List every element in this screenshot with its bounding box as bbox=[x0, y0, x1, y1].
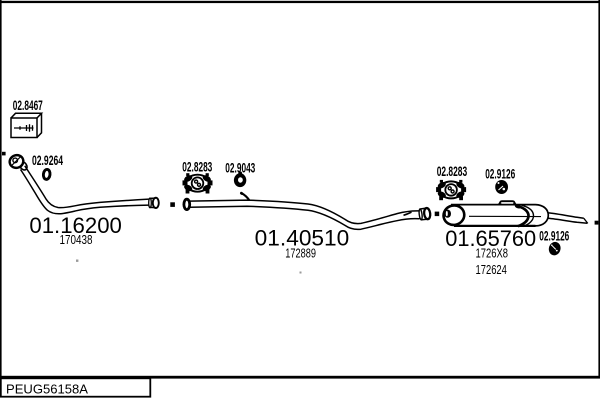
svg-text:170438: 170438 bbox=[60, 233, 93, 247]
svg-text:02.9126: 02.9126 bbox=[485, 167, 515, 182]
svg-text:02.9043: 02.9043 bbox=[225, 160, 255, 175]
svg-text:02.9126: 02.9126 bbox=[539, 229, 569, 244]
svg-text:01.40510: 01.40510 bbox=[255, 225, 350, 250]
svg-text:172889: 172889 bbox=[285, 246, 316, 260]
svg-text:1726X8: 1726X8 bbox=[476, 247, 509, 261]
svg-text:02.8283: 02.8283 bbox=[437, 164, 468, 179]
svg-text:PEUG56158A: PEUG56158A bbox=[6, 383, 89, 397]
svg-text:01.16200: 01.16200 bbox=[29, 213, 122, 238]
svg-text:01.65760: 01.65760 bbox=[445, 226, 536, 251]
svg-text:02.8467: 02.8467 bbox=[13, 98, 43, 113]
svg-text:02.8283: 02.8283 bbox=[182, 160, 212, 175]
svg-text:02.9264: 02.9264 bbox=[32, 153, 63, 168]
svg-text:172624: 172624 bbox=[476, 263, 507, 277]
